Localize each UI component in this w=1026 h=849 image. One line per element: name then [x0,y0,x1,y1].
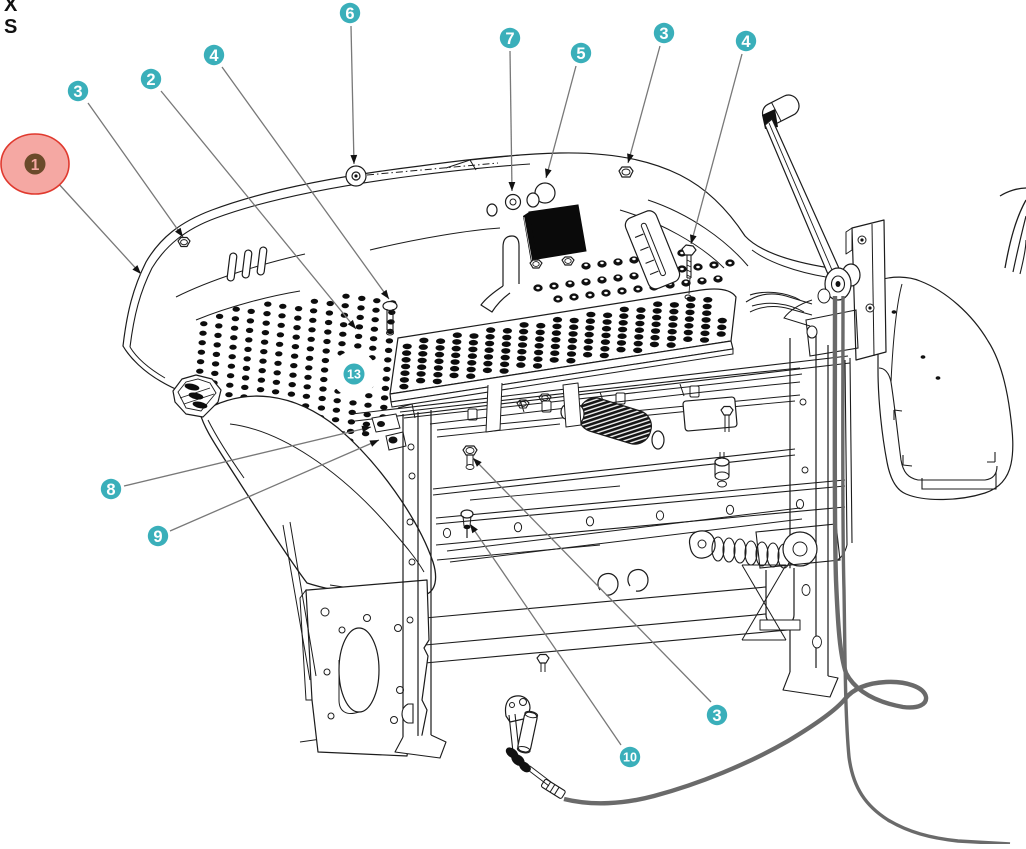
svg-text:3: 3 [73,83,82,101]
svg-text:8: 8 [106,481,115,499]
svg-text:4: 4 [741,33,751,51]
svg-text:3: 3 [659,25,668,43]
svg-text:2: 2 [146,71,155,89]
svg-text:3: 3 [712,707,721,725]
svg-text:10: 10 [623,751,637,765]
svg-text:1: 1 [31,157,40,174]
svg-text:5: 5 [576,45,585,63]
svg-text:6: 6 [345,5,354,23]
svg-text:9: 9 [153,528,162,546]
svg-text:S: S [4,16,17,38]
svg-text:4: 4 [209,47,219,65]
svg-text:13: 13 [347,368,361,382]
svg-text:X: X [4,0,18,16]
svg-text:7: 7 [505,30,514,48]
